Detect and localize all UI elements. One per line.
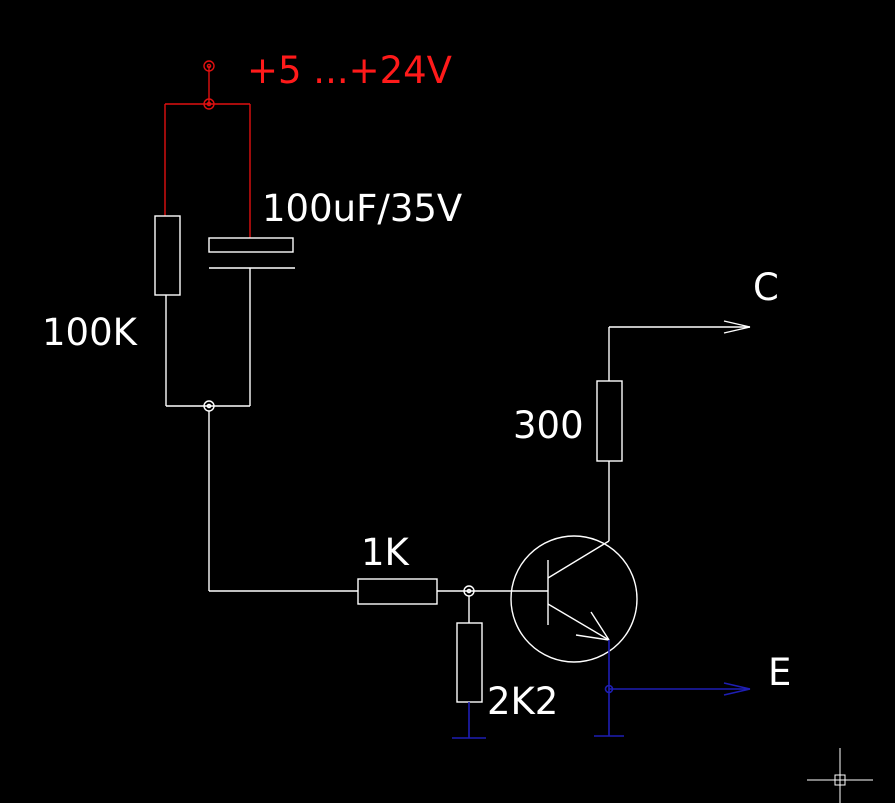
- collector-path: [596, 320, 751, 541]
- resistor-1k-label: 1K: [361, 531, 411, 574]
- emitter-junction-node: [604, 684, 614, 694]
- supply-terminal-node: [203, 60, 215, 72]
- capacitor-100uf: [208, 237, 295, 406]
- collector-output-label: C: [753, 266, 779, 309]
- rc-bottom-wire: [166, 400, 358, 592]
- resistor-2k2: [452, 596, 486, 739]
- crosshair-cursor-icon: [807, 748, 873, 803]
- resistor-2k2-label: 2K2: [487, 680, 558, 723]
- capacitor-label: 100uF/35V: [262, 187, 462, 230]
- supply-junction-node: [203, 98, 215, 110]
- supply-voltage-label: +5 ...+24V: [247, 49, 452, 92]
- resistor-100k: [154, 215, 181, 406]
- resistor-1k: [357, 578, 548, 605]
- npn-transistor: [510, 535, 638, 663]
- supply-rail: [164, 60, 251, 238]
- resistor-100k-label: 100K: [42, 311, 139, 354]
- resistor-300-label: 300: [513, 404, 584, 447]
- resistor-300: [596, 380, 623, 462]
- emitter-path: [594, 640, 751, 737]
- emitter-output-label: E: [768, 651, 791, 694]
